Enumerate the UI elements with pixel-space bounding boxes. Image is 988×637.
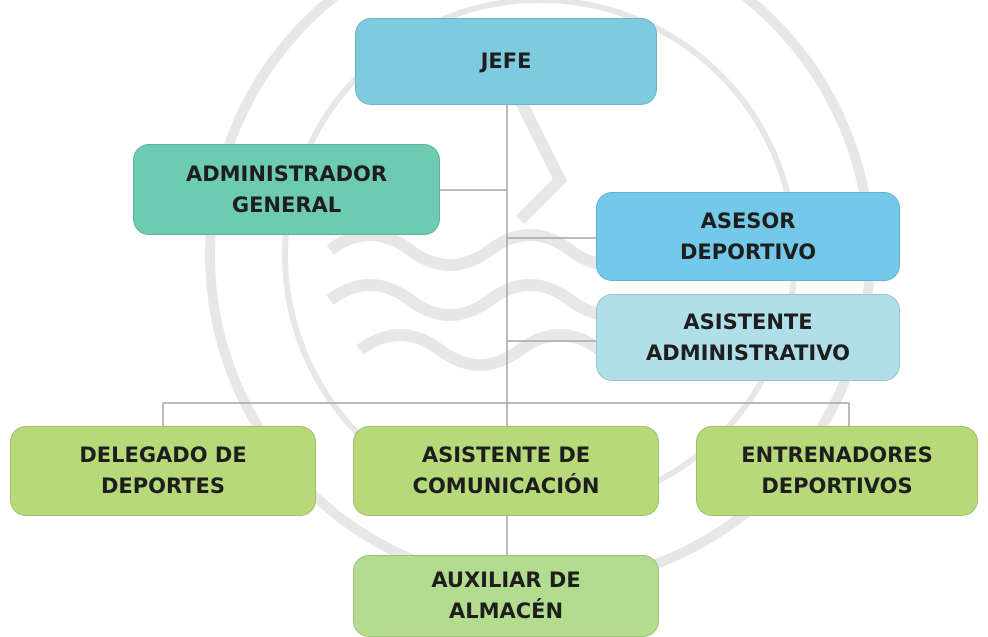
node-auxiliar-de-almacen-line1: AUXILIAR DE xyxy=(431,568,581,592)
node-entrenadores-deportivos: ENTRENADORES DEPORTIVOS xyxy=(696,426,978,516)
node-asistente-de-comunicacion-line2: COMUNICACIÓN xyxy=(412,474,600,498)
node-jefe-label: JEFE xyxy=(480,49,532,73)
node-administrador-general-line2: GENERAL xyxy=(231,192,342,217)
node-administrador-general: ADMINISTRADOR GENERAL xyxy=(133,144,440,235)
node-asistente-administrativo-line1: ASISTENTE xyxy=(683,309,813,334)
node-delegado-de-deportes-line1: DELEGADO DE xyxy=(79,443,247,467)
node-jefe: JEFE xyxy=(355,18,657,105)
node-asesor-deportivo: ASESOR DEPORTIVO xyxy=(596,192,900,281)
node-asesor-deportivo-line2: DEPORTIVO xyxy=(679,239,817,264)
node-delegado-de-deportes-line2: DEPORTES xyxy=(100,474,226,498)
node-asistente-de-comunicacion: ASISTENTE DE COMUNICACIÓN xyxy=(353,426,659,516)
node-auxiliar-de-almacen-line2: ALMACÉN xyxy=(448,599,564,623)
node-asistente-de-comunicacion-line1: ASISTENTE DE xyxy=(421,443,591,467)
node-asesor-deportivo-line1: ASESOR xyxy=(700,208,796,233)
node-entrenadores-deportivos-line2: DEPORTIVOS xyxy=(761,474,913,498)
node-entrenadores-deportivos-line1: ENTRENADORES xyxy=(741,443,933,467)
node-auxiliar-de-almacen: AUXILIAR DE ALMACÉN xyxy=(353,555,659,637)
node-asistente-administrativo-line2: ADMINISTRATIVO xyxy=(646,340,850,365)
node-administrador-general-line1: ADMINISTRADOR xyxy=(185,161,388,186)
node-asistente-administrativo: ASISTENTE ADMINISTRATIVO xyxy=(596,294,900,381)
node-delegado-de-deportes: DELEGADO DE DEPORTES xyxy=(10,426,316,516)
